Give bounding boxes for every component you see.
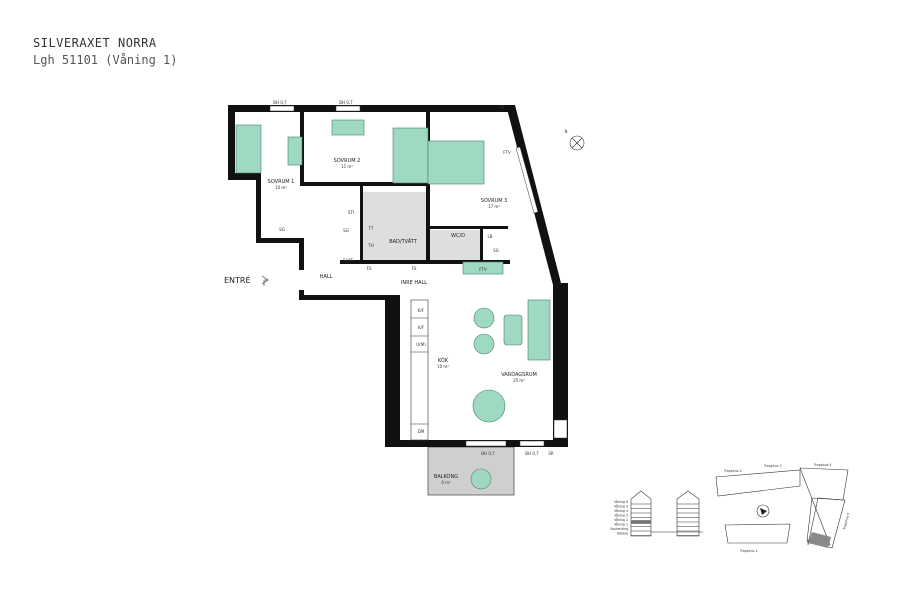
- wc-floor: [428, 230, 480, 260]
- window-bh-3: BH 0,7: [481, 451, 495, 456]
- furniture: [235, 119, 551, 490]
- room-sovrum3: SOVRUM 3: [481, 198, 508, 204]
- fixture-fs-2: FS: [412, 266, 417, 271]
- floor-label: Våning 4: [614, 508, 628, 513]
- fixture-tt: TT: [368, 226, 374, 231]
- stair-5: Trapphus 5: [842, 512, 851, 531]
- floor-label: Våning 3: [614, 513, 628, 518]
- fixture-th: TH: [367, 243, 373, 248]
- floor-label: Våning 2: [614, 517, 628, 522]
- compass-icon: N: [565, 129, 585, 151]
- project-title: SILVERAXET NORRA: [33, 36, 157, 50]
- room-sovrum1: SOVRUM 1: [268, 179, 295, 185]
- fixture-sg-3: SG: [493, 248, 499, 253]
- windows: [269, 105, 568, 447]
- fixture-sg-1: SG: [279, 227, 285, 232]
- floor-label: Våning 5: [614, 504, 628, 509]
- room-balkong: BALKONG: [434, 474, 458, 480]
- fixture-ugm: U(M): [416, 342, 426, 347]
- fixture-kf-1: K/F: [418, 308, 425, 313]
- site-plan: Trapphus 1 Trapphus 2 Trapphus 3 Trapphu…: [715, 463, 851, 553]
- fixture-dm: DM: [418, 429, 425, 434]
- kitchen-counter: [410, 299, 429, 441]
- room-sovrum2: SOVRUM 2: [334, 158, 361, 164]
- fixture-lb: LB: [488, 234, 493, 239]
- fixture-ftv-2: FTV: [503, 150, 511, 155]
- room-sovrum1-area: 10 m²: [275, 185, 287, 190]
- fixture-sr-2: SR: [548, 451, 554, 456]
- room-kok: KÖK: [438, 357, 449, 364]
- room-sovrum3-area: 17 m²: [488, 204, 500, 209]
- window-bh-2: BH 0,7: [339, 100, 353, 105]
- room-inre-hall: INRE HALL: [401, 280, 427, 286]
- floor-label: Våning 6: [614, 499, 628, 504]
- stair-2: Trapphus 2: [723, 469, 742, 473]
- stair-3: Trapphus 3: [763, 464, 782, 468]
- entrance-arrow-icon: [261, 275, 269, 286]
- balcony: [427, 446, 515, 496]
- floor-label: Källare: [617, 532, 628, 536]
- fixture-sti: STI: [348, 210, 354, 215]
- apartment-subtitle: Lgh 51101 (Våning 1): [33, 53, 178, 67]
- fixture-kf-2: K/F: [418, 325, 425, 330]
- stair-1: Trapphus 1: [739, 549, 758, 553]
- floor-label: Våning 1: [614, 522, 628, 527]
- room-kok-area: 10 m²: [437, 364, 449, 369]
- room-vardagsrum-area: 25 m²: [513, 378, 525, 383]
- fixture-ftv-1: FTV: [479, 267, 487, 272]
- stair-4: Trapphus 4: [813, 463, 832, 467]
- fixture-sr-1: SR: [499, 105, 505, 110]
- room-vardagsrum: VARDAGSRUM: [501, 372, 537, 378]
- compass-label: N: [565, 129, 568, 134]
- window-bh-4: BH 0,7: [525, 451, 539, 456]
- fixture-elct: EL/IT: [343, 258, 353, 263]
- room-sovrum2-area: 11 m²: [341, 164, 353, 169]
- entrance-label: ENTRÉ: [224, 274, 251, 285]
- fixture-sg-2: SG: [343, 228, 349, 233]
- room-balkong-area: 6 m²: [441, 480, 451, 485]
- room-wc: WC/D: [451, 233, 465, 239]
- window-bh-1: BH 0,7: [273, 100, 287, 105]
- room-bad: BAD/TVÄTT: [389, 238, 418, 245]
- bathroom-floor: [362, 192, 426, 260]
- room-hall: HALL: [320, 274, 333, 280]
- floor-label: Souterräng: [610, 527, 628, 531]
- fixture-fs-1: FS: [367, 266, 372, 271]
